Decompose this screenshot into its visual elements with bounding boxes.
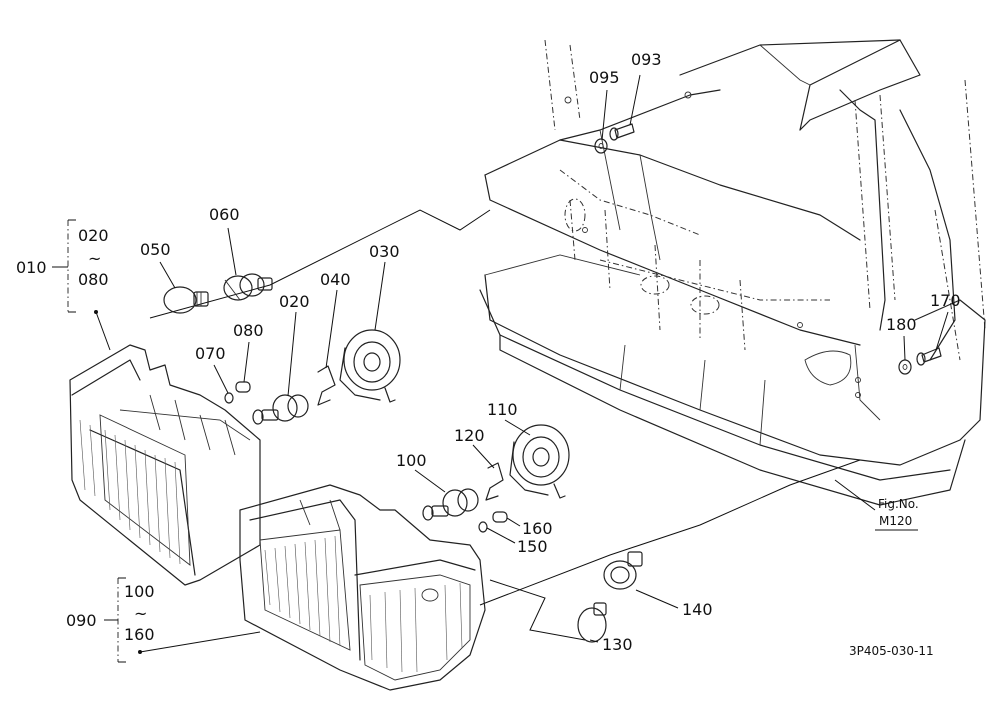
bulb-160 <box>492 511 508 523</box>
callout-150: 150 <box>517 537 548 556</box>
callout-160: 160 <box>522 519 553 538</box>
washer-180 <box>898 359 912 375</box>
callout-040: 040 <box>320 270 351 289</box>
left-lamp-housing <box>69 344 261 586</box>
callout-080: 080 <box>233 321 264 340</box>
group-bracket-010 <box>52 219 111 351</box>
clip-120 <box>485 462 504 501</box>
socket-060 <box>223 273 273 301</box>
drawing-code: 3P405-030-11 <box>849 644 934 658</box>
screw-170 <box>916 347 942 366</box>
washer-095 <box>594 138 608 154</box>
callout-060: 060 <box>209 205 240 224</box>
group-bracket-090 <box>104 577 261 663</box>
assembly-leader-upper <box>149 209 491 319</box>
callout-020: 020 <box>279 292 310 311</box>
callout-170: 170 <box>930 291 961 310</box>
screw-093 <box>609 123 635 141</box>
socket-140 <box>603 551 643 590</box>
group-090-tilde: ~ <box>134 604 147 623</box>
group-010-from: 020 <box>78 226 109 245</box>
reflector-030 <box>339 329 401 403</box>
callout-095: 095 <box>589 68 620 87</box>
callout-130: 130 <box>602 635 633 654</box>
figure-ref-line1: Fig.No. <box>878 497 919 511</box>
socket-020 <box>252 394 309 425</box>
group-090-to: 160 <box>124 625 155 644</box>
callout-leaders <box>159 74 949 643</box>
bulb-130 <box>577 602 607 643</box>
socket-100 <box>422 488 479 521</box>
callout-030: 030 <box>369 242 400 261</box>
callout-120: 120 <box>454 426 485 445</box>
callout-180: 180 <box>886 315 917 334</box>
grommet-070 <box>224 392 234 404</box>
grommet-150 <box>478 521 488 533</box>
group-label-010: 010 020 ~ 080 <box>16 226 109 289</box>
group-010-id: 010 <box>16 258 47 277</box>
assembly-leader-lower <box>479 459 861 606</box>
callout-100: 100 <box>396 451 427 470</box>
callout-labels: 093 095 060 050 030 040 020 080 070 170 … <box>140 50 961 654</box>
right-lamp-housing <box>239 484 486 691</box>
clip-040 <box>317 365 336 406</box>
group-label-090: 090 100 ~ 160 <box>66 582 155 644</box>
group-090-from: 100 <box>124 582 155 601</box>
figure-ref-line2: M120 <box>879 514 912 528</box>
group-010-to: 080 <box>78 270 109 289</box>
callout-110: 110 <box>487 400 518 419</box>
figure-reference: Fig.No. M120 <box>878 497 919 528</box>
bulb-050 <box>163 286 209 314</box>
callout-070: 070 <box>195 344 226 363</box>
callout-050: 050 <box>140 240 171 259</box>
group-090-id: 090 <box>66 611 97 630</box>
tractor-body <box>479 39 986 506</box>
callout-140: 140 <box>682 600 713 619</box>
group-010-tilde: ~ <box>88 249 101 268</box>
callout-093: 093 <box>631 50 662 69</box>
reflector-110 <box>509 424 570 499</box>
bulb-080 <box>235 381 251 393</box>
